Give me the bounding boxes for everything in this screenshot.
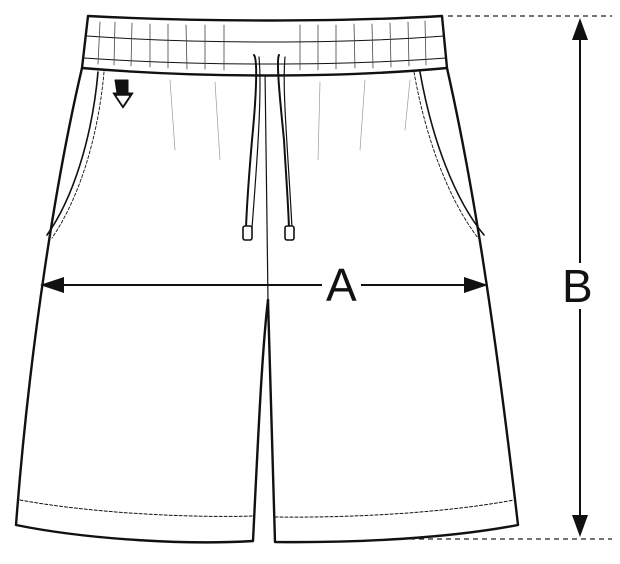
measure-a — [40, 277, 488, 293]
measure-a-label: A — [322, 262, 361, 308]
drawstring-left-tip — [242, 225, 253, 241]
waistband-stitch-top — [86, 35, 445, 43]
measure-b — [410, 15, 612, 540]
center-seam — [264, 69, 269, 301]
right-hem-stitch — [274, 499, 515, 518]
drawstring-right — [276, 54, 290, 229]
drawstring-right-tip — [284, 225, 295, 241]
measure-a-arrow-left — [40, 277, 64, 293]
left-pocket-opening — [46, 71, 99, 236]
shorts-illustration — [14, 14, 520, 544]
measure-a-arrow-right — [464, 277, 488, 293]
drawstring-left — [245, 54, 258, 229]
left-pocket-stitch — [51, 71, 105, 239]
right-leg-outline — [266, 66, 520, 544]
waistband-gathers — [97, 20, 427, 71]
drawstring-left-inner — [251, 56, 261, 229]
logo-tag-icon — [112, 79, 134, 109]
measure-b-arrow-bottom — [572, 515, 588, 537]
left-leg-outline — [14, 66, 270, 544]
left-hem-stitch — [19, 499, 255, 517]
measure-b-arrow-top — [572, 18, 588, 40]
drawstring-right-inner — [283, 56, 293, 229]
right-pocket-stitch — [413, 71, 479, 239]
right-pocket-opening — [419, 71, 485, 236]
measure-b-label: B — [558, 263, 597, 309]
waistband — [80, 14, 449, 77]
fabric-folds — [169, 79, 411, 161]
waistband-stitch-bottom — [83, 57, 447, 65]
